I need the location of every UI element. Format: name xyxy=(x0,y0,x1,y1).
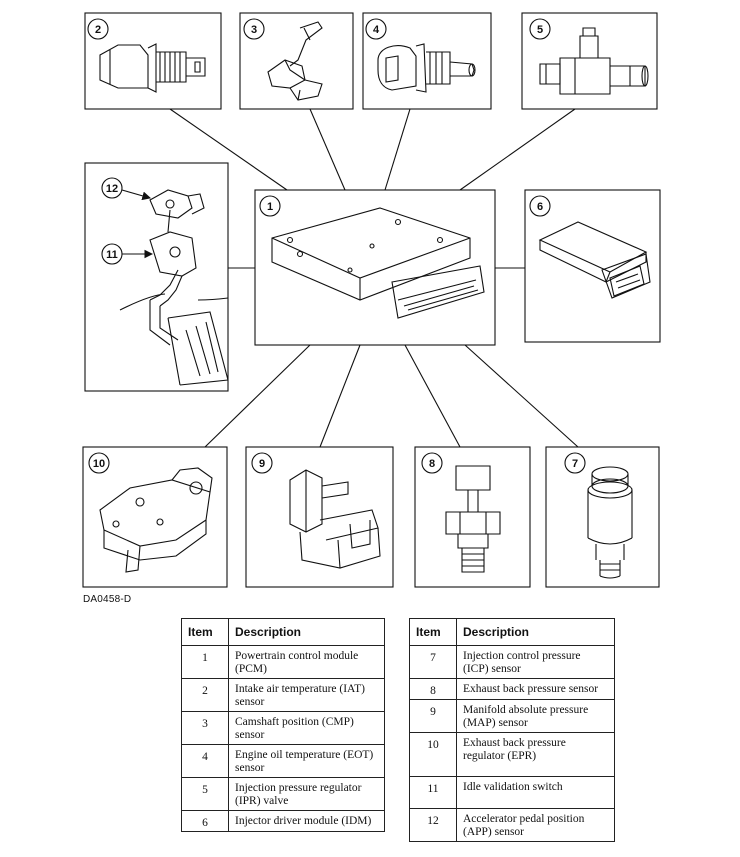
eot-sensor-drawing xyxy=(377,43,476,93)
table-row: 6 Injector driver module (IDM) xyxy=(181,810,385,832)
frame-ipr-valve xyxy=(521,12,658,110)
table-row: 5 Injection pressure regulator (IPR) val… xyxy=(181,777,385,811)
table-row: 11 Idle validation switch xyxy=(409,776,615,809)
cmp-sensor-drawing xyxy=(267,21,323,101)
table-row: 12 Accelerator pedal position (APP) sens… xyxy=(409,808,615,842)
ipr-valve-drawing xyxy=(539,27,649,95)
leader-lines xyxy=(169,108,579,448)
callout-label: 10 xyxy=(93,458,105,470)
callout-label: 4 xyxy=(373,24,380,36)
legend-table-left: Item Description 1 Powertrain control mo… xyxy=(181,618,385,832)
table-row: 8 Exhaust back pressure sensor xyxy=(409,678,615,700)
item-number: 12 xyxy=(409,808,457,842)
item-description: Exhaust back pressure sensor xyxy=(456,678,615,700)
column-header-item: Item xyxy=(181,618,229,646)
icp-sensor-drawing xyxy=(587,466,633,579)
figure-code: DA0458-D xyxy=(83,594,132,605)
item-number: 5 xyxy=(181,777,229,811)
item-description: Accelerator pedal position (APP) sensor xyxy=(456,808,615,842)
item-description: Injection pressure regulator (IPR) valve xyxy=(228,777,385,811)
item-description: Intake air temperature (IAT) sensor xyxy=(228,678,385,712)
pedal-assembly-drawing xyxy=(119,189,229,386)
item-description: Injection control pressure (ICP) sensor xyxy=(456,645,615,679)
legend-table-right: Item Description 7 Injection control pre… xyxy=(409,618,615,842)
item-number: 2 xyxy=(181,678,229,712)
callout-label: 1 xyxy=(267,201,273,213)
iat-sensor-drawing xyxy=(99,43,206,93)
callout-label: 8 xyxy=(429,458,435,470)
frame-idm xyxy=(524,189,661,343)
pcm-drawing xyxy=(271,207,485,319)
table-row: 10 Exhaust back pressure regulator (EPR) xyxy=(409,732,615,777)
item-description: Injector driver module (IDM) xyxy=(228,810,385,832)
component-location-diagram: 2 3 4 5 1 6 7 8 9 10 11 12 xyxy=(82,12,661,588)
table-row: 4 Engine oil temperature (EOT) sensor xyxy=(181,744,385,778)
item-description: Camshaft position (CMP) sensor xyxy=(228,711,385,745)
frame-pedal-assembly xyxy=(84,162,229,392)
item-description: Idle validation switch xyxy=(456,776,615,809)
frame-cmp-sensor xyxy=(239,12,354,110)
callout-label: 6 xyxy=(537,201,543,213)
table-row: 3 Camshaft position (CMP) sensor xyxy=(181,711,385,745)
legend-rows-left: 1 Powertrain control module (PCM) 2 Inta… xyxy=(181,645,385,832)
idm-drawing xyxy=(538,221,651,299)
callout-label: 5 xyxy=(537,24,543,36)
frame-pcm xyxy=(254,189,496,346)
item-number: 10 xyxy=(409,732,457,777)
item-description: Engine oil temperature (EOT) sensor xyxy=(228,744,385,778)
back-pressure-sensor-drawing xyxy=(445,465,501,573)
callout-label: 3 xyxy=(251,24,257,36)
item-number: 11 xyxy=(409,776,457,809)
table-row: 1 Powertrain control module (PCM) xyxy=(181,645,385,679)
item-number: 4 xyxy=(181,744,229,778)
column-header-description: Description xyxy=(228,618,385,646)
item-description: Powertrain control module (PCM) xyxy=(228,645,385,679)
frame-icp-sensor xyxy=(545,446,660,588)
item-description: Manifold absolute pressure (MAP) sensor xyxy=(456,699,615,733)
frame-map-sensor xyxy=(245,446,394,588)
column-header-item: Item xyxy=(409,618,457,646)
frame-back-pressure-sensor xyxy=(414,446,531,588)
callout-label: 2 xyxy=(95,24,101,36)
callout-label: 12 xyxy=(106,183,118,195)
item-number: 8 xyxy=(409,678,457,700)
table-row: 7 Injection control pressure (ICP) senso… xyxy=(409,645,615,679)
table-row: 9 Manifold absolute pressure (MAP) senso… xyxy=(409,699,615,733)
column-header-description: Description xyxy=(456,618,615,646)
callout-label: 11 xyxy=(106,249,118,261)
item-number: 3 xyxy=(181,711,229,745)
frame-epr xyxy=(82,446,228,588)
table-row: 2 Intake air temperature (IAT) sensor xyxy=(181,678,385,712)
item-number: 9 xyxy=(409,699,457,733)
callout-label: 7 xyxy=(572,458,578,470)
item-number: 6 xyxy=(181,810,229,832)
frame-iat-sensor xyxy=(84,12,222,110)
callout-label: 9 xyxy=(259,458,265,470)
map-sensor-drawing xyxy=(289,469,381,569)
frame-eot-sensor xyxy=(362,12,492,110)
epr-drawing xyxy=(99,467,213,573)
item-number: 1 xyxy=(181,645,229,679)
legend-rows-right: 7 Injection control pressure (ICP) senso… xyxy=(409,645,615,842)
callout-circles xyxy=(87,18,586,474)
item-number: 7 xyxy=(409,645,457,679)
item-description: Exhaust back pressure regulator (EPR) xyxy=(456,732,615,777)
